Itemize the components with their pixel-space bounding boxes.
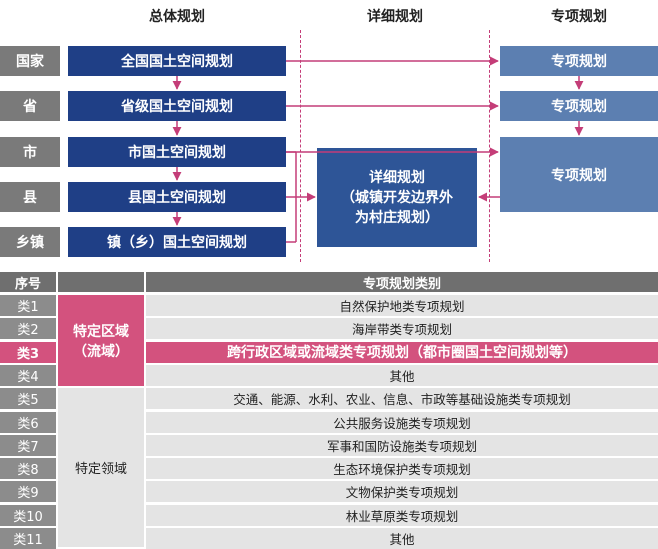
table-row-category: 海岸带类专项规划: [146, 318, 658, 340]
special-plan-national: 专项规划: [500, 46, 658, 76]
table-header-category: 专项规划类别: [146, 272, 658, 292]
table-row-index: 类4: [0, 364, 56, 386]
special-plan-provincial: 专项规划: [500, 91, 658, 121]
plan-city: 市国土空间规划: [68, 137, 286, 167]
level-nation: 国家: [0, 46, 60, 76]
table-row-index: 类11: [0, 528, 56, 549]
header-special: 专项规划: [551, 9, 607, 25]
table-row-index: 类1: [0, 295, 56, 316]
table-row-category: 林业草原类专项规划: [146, 504, 658, 526]
header-detail: 详细规划: [367, 9, 423, 25]
separator-right: [489, 30, 490, 262]
table-row-index: 类7: [0, 434, 56, 456]
plan-township: 镇（乡）国土空间规划: [68, 227, 286, 257]
table-row-index: 类6: [0, 411, 56, 433]
group-specific-field: 特定领域: [58, 388, 144, 547]
table-row-category: 生态环境保护类专项规划: [146, 458, 658, 480]
table-row-category: 公共服务设施类专项规划: [146, 411, 658, 433]
level-township: 乡镇: [0, 227, 60, 257]
level-county: 县: [0, 182, 60, 212]
table-row-index: 类3: [0, 341, 56, 363]
level-city: 市: [0, 137, 60, 167]
group-specific-region: 特定区域 （流域）: [58, 295, 144, 386]
table-row-index: 类8: [0, 458, 56, 480]
table-row-category: 其他: [146, 528, 658, 549]
table-row-index: 类10: [0, 504, 56, 526]
detail-plan-title: 详细规划: [369, 169, 425, 186]
table-row-category: 自然保护地类专项规划: [146, 295, 658, 316]
flow-arrows: [172, 56, 584, 243]
level-province: 省: [0, 91, 60, 121]
special-plan-local: 专项规划: [500, 137, 658, 212]
group-specific-region-line1: 特定区域: [73, 323, 129, 340]
table-header-index: 序号: [0, 272, 56, 292]
detail-plan-note-1: （城镇开发边界外: [341, 189, 453, 206]
table-row-category: 军事和国防设施类专项规划: [146, 434, 658, 456]
table-row-category: 文物保护类专项规划: [146, 481, 658, 503]
group-specific-region-line2: （流域）: [73, 343, 129, 360]
table-row-category: 跨行政区域或流域类专项规划（都市圈国土空间规划等）: [146, 341, 658, 363]
plan-national: 全国国土空间规划: [68, 46, 286, 76]
detail-plan-box: 详细规划 （城镇开发边界外 为村庄规划）: [317, 148, 477, 247]
plan-provincial: 省级国土空间规划: [68, 91, 286, 121]
detail-plan-note-2: 为村庄规划）: [355, 209, 439, 226]
table-row-index: 类9: [0, 481, 56, 503]
table-header-group: [58, 272, 144, 292]
separator-left: [300, 30, 301, 262]
table-row-index: 类2: [0, 318, 56, 340]
table-row-index: 类5: [0, 388, 56, 410]
plan-county: 县国土空间规划: [68, 182, 286, 212]
table-row-category: 交通、能源、水利、农业、信息、市政等基础设施类专项规划: [146, 388, 658, 410]
table-row-category: 其他: [146, 364, 658, 386]
header-general: 总体规划: [149, 9, 205, 25]
